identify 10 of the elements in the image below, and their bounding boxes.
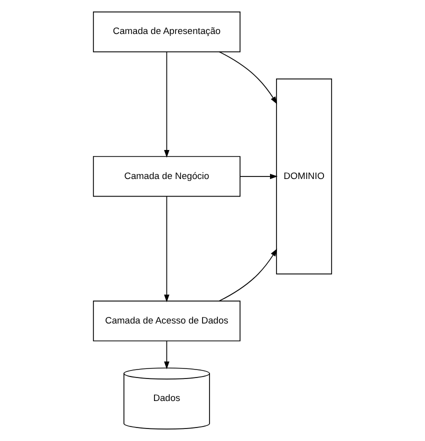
- arrow: [218, 248, 278, 302]
- arrow: [164, 340, 170, 370]
- arrow: [240, 174, 278, 180]
- node-box: Camada de Negócio: [92, 156, 240, 197]
- arrow: [164, 52, 170, 158]
- arrow: [164, 196, 170, 302]
- node-box: DOMINIO: [276, 78, 332, 274]
- node-box: Camada de Apresentação: [92, 12, 240, 52]
- arrow: [218, 51, 278, 104]
- node-box: Camada de Acesso de Dados: [92, 300, 240, 342]
